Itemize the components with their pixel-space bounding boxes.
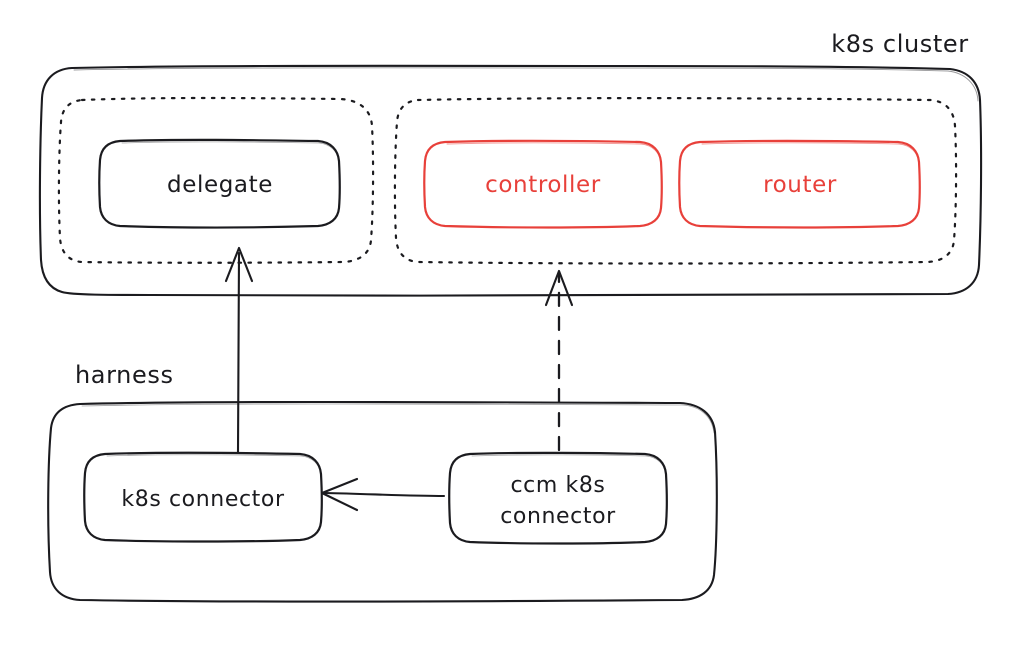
node-ccm-k8s-connector-label-line2: connector bbox=[500, 504, 616, 529]
cluster-title-label: k8s cluster bbox=[831, 30, 969, 58]
node-delegate[interactable]: delegate bbox=[98, 138, 341, 229]
edge-k8sconnector-to-delegate[interactable] bbox=[224, 246, 254, 454]
node-controller[interactable]: controller bbox=[423, 139, 663, 229]
node-ccm-k8s-connector-label-line1: ccm k8s bbox=[510, 473, 605, 498]
node-router-label: router bbox=[763, 172, 837, 198]
cluster-k8s-cluster[interactable] bbox=[38, 64, 983, 297]
node-controller-label: controller bbox=[485, 172, 601, 198]
node-ccm-k8s-connector[interactable]: ccm k8s connector bbox=[448, 451, 668, 545]
node-router[interactable]: router bbox=[678, 139, 921, 229]
node-delegate-label: delegate bbox=[167, 172, 273, 198]
harness-label: harness bbox=[75, 361, 174, 389]
edge-ccm-to-control-group[interactable] bbox=[544, 269, 574, 452]
node-k8s-connector[interactable]: k8s connector bbox=[83, 451, 323, 543]
cluster-harness[interactable] bbox=[47, 400, 718, 603]
edge-ccm-to-k8sconnector[interactable] bbox=[320, 477, 446, 512]
group-control-group[interactable] bbox=[393, 97, 958, 265]
node-k8s-connector-label: k8s connector bbox=[121, 487, 285, 512]
